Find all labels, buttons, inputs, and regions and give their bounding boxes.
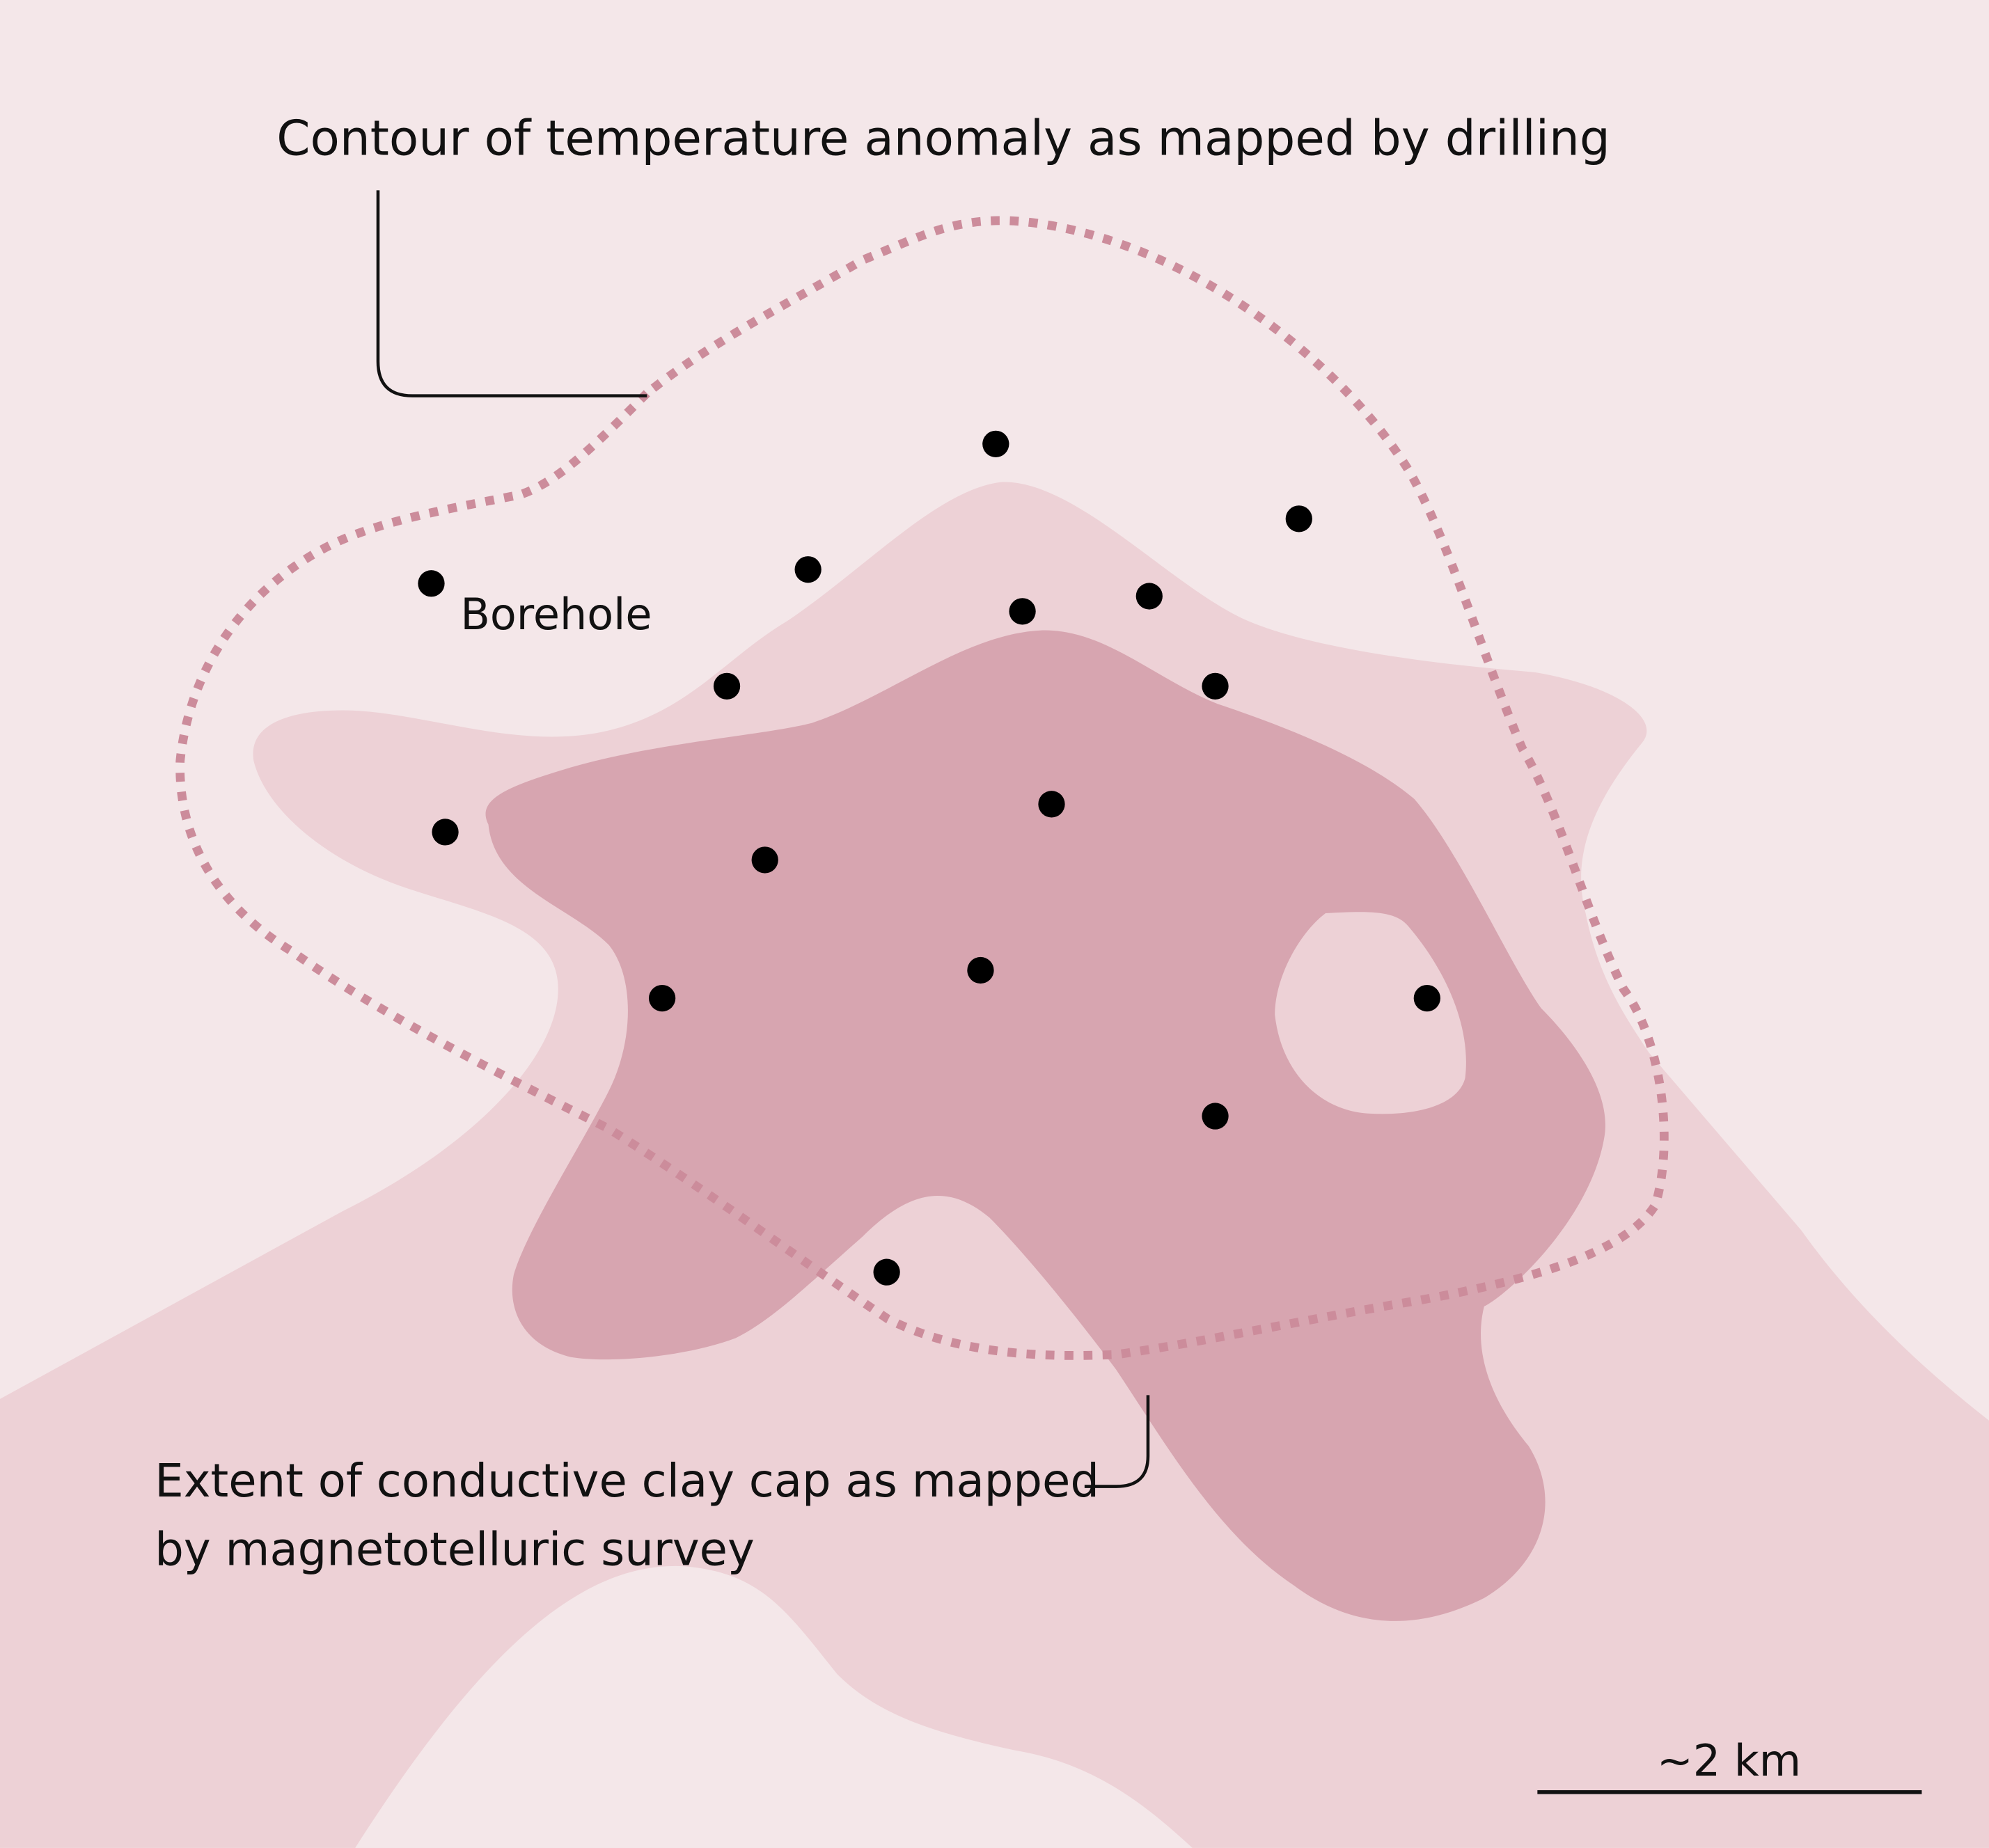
borehole-marker [1038,791,1065,818]
temperature-contour-label: Contour of temperature anomaly as mapped… [276,111,1610,166]
borehole-marker [432,819,459,846]
temperature-anomaly-contour [175,216,1669,1360]
borehole-marker [982,430,1009,457]
borehole-marker [794,556,821,583]
borehole-label: Borehole [460,589,652,640]
borehole-marker [1285,505,1312,532]
borehole-marker [967,956,994,984]
clay-cap-label-line1: Extent of conductive clay cap as mapped [155,1455,1099,1508]
borehole-marker [873,1258,900,1286]
scale-bar-label: ~2 km [1657,1735,1801,1786]
clay-cap-hole [1275,912,1466,1114]
clay-cap-leader-line [1084,1395,1150,1488]
borehole-marker [1009,598,1036,625]
borehole-marker [1202,672,1229,700]
clay-cap-label-line2: by magnetotelluric survey [155,1524,755,1577]
borehole-marker [418,570,445,597]
conductive-clay-cap [485,630,1605,1621]
borehole-marker [1202,1103,1229,1130]
borehole-marker [713,672,741,700]
borehole-marker [1413,984,1440,1012]
borehole-marker [751,846,778,874]
boreholes [418,430,1440,1286]
borehole-marker [1135,583,1163,610]
borehole-marker [648,984,676,1012]
contour-leader-line [376,190,647,397]
